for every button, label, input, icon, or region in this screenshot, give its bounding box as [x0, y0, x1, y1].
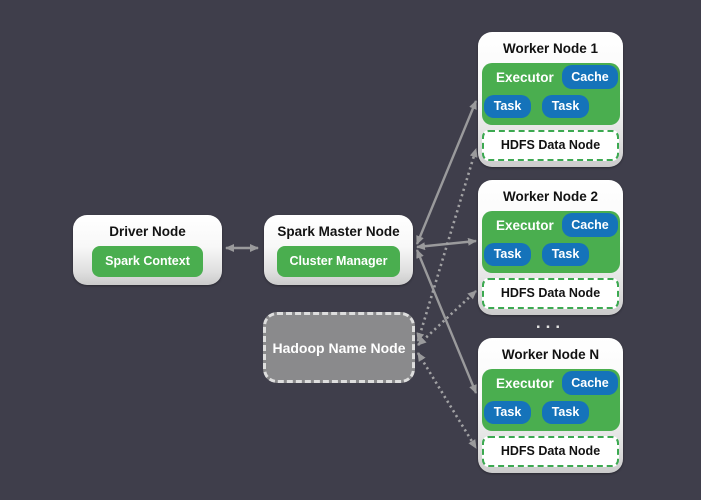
- worker-node-title: Worker Node 2: [502, 189, 599, 204]
- hdfs-data-node-box: HDFS Data Node: [482, 436, 619, 467]
- workers-ellipsis: ...: [535, 313, 566, 332]
- task-chip: Task: [542, 95, 589, 118]
- cache-chip: Cache: [562, 213, 618, 237]
- worker-node-n-box: Worker Node N Executor Cache Task Task H…: [478, 338, 623, 473]
- executor-panel: Executor Cache Task Task: [482, 369, 620, 431]
- arrow-hadoop-hdfsN: [416, 352, 478, 449]
- hdfs-data-node-box: HDFS Data Node: [482, 130, 619, 161]
- arrow-hadoop-hdfs2: [417, 290, 477, 346]
- executor-label: Executor: [496, 70, 554, 85]
- worker-node-title: Worker Node N: [501, 347, 600, 362]
- arrow-master-worker1: [415, 100, 478, 245]
- arrow-master-workerN: [415, 249, 478, 394]
- task-chip: Task: [542, 243, 589, 266]
- hadoop-name-node-title: Hadoop Name Node: [272, 339, 406, 356]
- task-chip: Task: [484, 401, 531, 424]
- driver-node-box: Driver Node Spark Context: [73, 215, 222, 285]
- spark-master-node-title: Spark Master Node: [277, 224, 400, 239]
- hdfs-data-node-box: HDFS Data Node: [482, 278, 619, 309]
- task-chip: Task: [484, 95, 531, 118]
- spark-context-chip: Spark Context: [92, 246, 203, 277]
- cache-chip: Cache: [562, 371, 618, 395]
- task-chip: Task: [484, 243, 531, 266]
- cluster-manager-chip: Cluster Manager: [276, 246, 401, 277]
- cache-chip: Cache: [562, 65, 618, 89]
- task-chip: Task: [542, 401, 589, 424]
- worker-node-title: Worker Node 1: [502, 41, 599, 56]
- hadoop-name-node-box: Hadoop Name Node: [263, 312, 415, 383]
- worker-node-2-box: Worker Node 2 Executor Cache Task Task H…: [478, 180, 623, 315]
- executor-panel: Executor Cache Task Task: [482, 63, 620, 125]
- driver-node-title: Driver Node: [109, 224, 186, 239]
- executor-panel: Executor Cache Task Task: [482, 211, 620, 273]
- spark-master-node-box: Spark Master Node Cluster Manager: [264, 215, 413, 285]
- executor-label: Executor: [496, 376, 554, 391]
- executor-label: Executor: [496, 218, 554, 233]
- worker-node-1-box: Worker Node 1 Executor Cache Task Task H…: [478, 32, 623, 167]
